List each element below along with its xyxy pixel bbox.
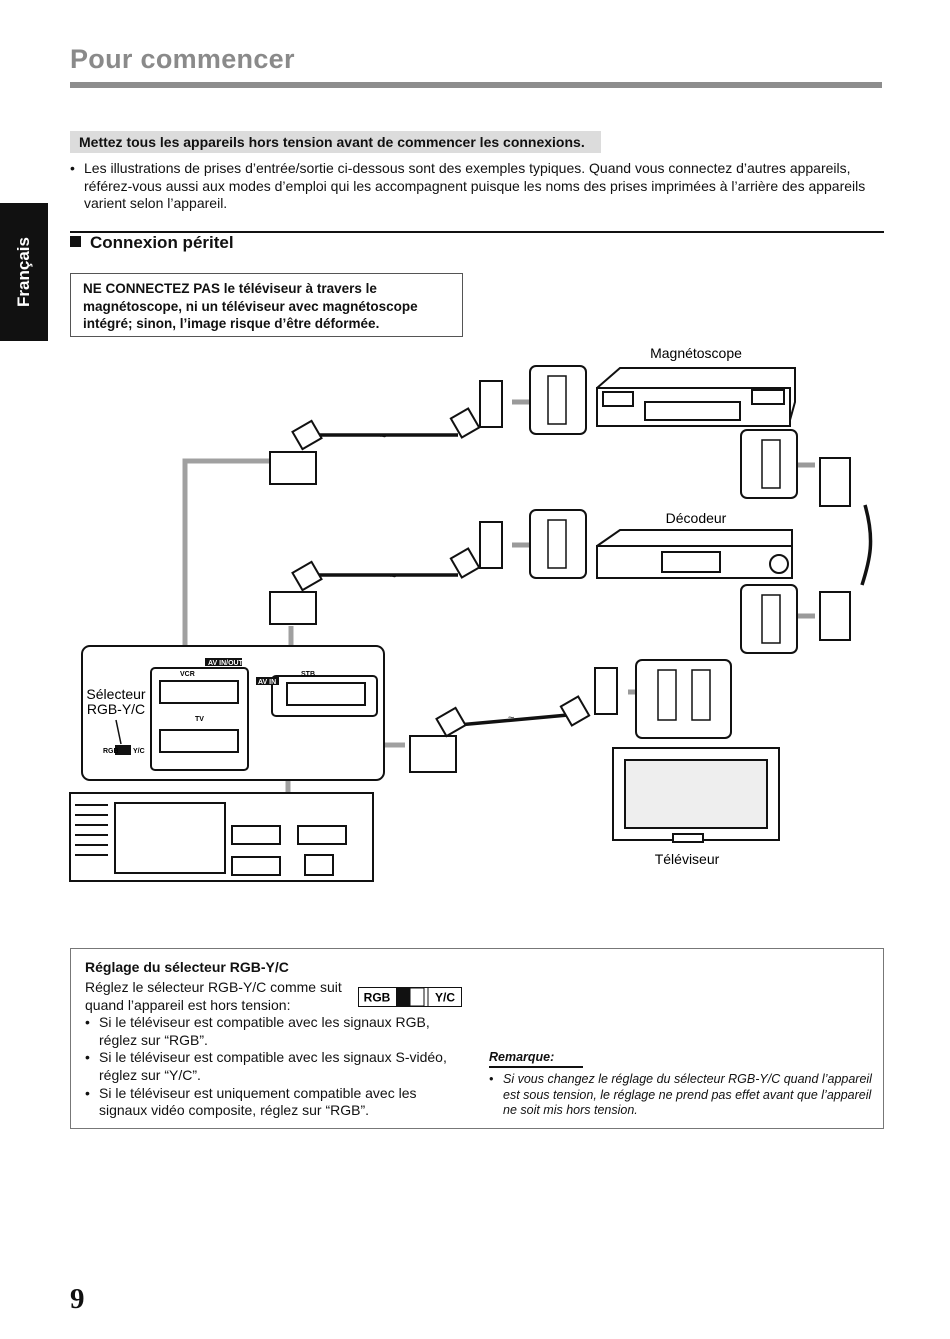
switch-rgb-label: RGB xyxy=(364,991,391,1005)
remark-title: Remarque: xyxy=(489,1050,555,1064)
panel-rgb: RGB xyxy=(103,748,119,755)
square-bullet-icon xyxy=(70,236,81,247)
svg-text:≈: ≈ xyxy=(380,430,386,442)
panel-av-in-out: AV IN/OUT xyxy=(208,660,244,667)
cable-break-marks: ≈ ≈ ≈ xyxy=(380,430,514,725)
svg-text:≈: ≈ xyxy=(390,570,396,582)
rear-panel-zoom xyxy=(81,645,385,781)
panel-yc: Y/C xyxy=(133,748,145,755)
decoder-device xyxy=(596,529,793,579)
scart-plug-chain xyxy=(819,457,851,641)
receiver-rear xyxy=(69,792,374,882)
language-tab: Français xyxy=(0,203,48,341)
scart-plug-tv xyxy=(409,667,618,773)
warning-text: Mettez tous les appareils hors tension a… xyxy=(79,134,585,150)
settings-bullet-composite: Si le téléviseur est uniquement compatib… xyxy=(85,1085,465,1120)
switch-yc-label: Y/C xyxy=(435,991,455,1005)
panel-tv: TV xyxy=(195,716,204,723)
remark-bullet: Si vous changez le réglage du sélecteur … xyxy=(489,1072,881,1119)
settings-bullet-rgb: Si le téléviseur est compatible avec les… xyxy=(85,1014,465,1049)
language-tab-label: Français xyxy=(14,237,33,307)
selector-label-line2: RGB-Y/C xyxy=(87,701,145,717)
intro-bullet: Les illustrations de prises d’entrée/sor… xyxy=(70,160,885,213)
decoder-label: Décodeur xyxy=(666,510,727,526)
caution-text: NE CONNECTEZ PAS le téléviseur à travers… xyxy=(83,281,418,331)
scart-plug-decoder xyxy=(269,521,503,625)
scart-plug-vcr xyxy=(269,380,503,485)
scart-cables xyxy=(318,433,873,727)
svg-text:≈: ≈ xyxy=(508,713,514,725)
section-rule xyxy=(70,231,884,233)
panel-av-in: AV IN xyxy=(258,679,276,686)
title-rule xyxy=(70,82,882,88)
warning-bar: Mettez tous les appareils hors tension a… xyxy=(70,131,601,153)
intro-text: Les illustrations de prises d’entrée/sor… xyxy=(70,160,885,213)
page-number: 9 xyxy=(70,1283,85,1315)
vcr-label: Magnétoscope xyxy=(650,345,742,361)
rgb-yc-switch-icon: RGB Y/C xyxy=(358,987,462,1007)
section-heading: Connexion péritel xyxy=(70,233,234,253)
tv-label: Téléviseur xyxy=(655,851,720,867)
settings-title: Réglage du sélecteur RGB-Y/C xyxy=(85,959,289,975)
remark-rule xyxy=(489,1066,583,1068)
remark-text: Si vous changez le réglage du sélecteur … xyxy=(489,1072,881,1119)
page-title: Pour commencer xyxy=(70,44,295,74)
panel-stb: STB xyxy=(301,671,315,678)
connection-diagram: ≈ ≈ ≈ xyxy=(69,345,873,882)
settings-intro: Réglez le sélecteur RGB-Y/C comme suit q… xyxy=(85,979,342,1013)
selector-settings-box: Réglage du sélecteur RGB-Y/C Réglez le s… xyxy=(70,948,884,1129)
tv-device xyxy=(612,747,780,843)
settings-bullet-svideo: Si le téléviseur est compatible avec les… xyxy=(85,1049,465,1084)
selector-label-line1: Sélecteur xyxy=(86,686,145,702)
vcr-device xyxy=(596,367,796,427)
panel-vcr: VCR xyxy=(180,671,195,678)
settings-text: Réglez le sélecteur RGB-Y/C comme suit q… xyxy=(85,979,465,1120)
section-title: Connexion péritel xyxy=(90,233,234,252)
caution-box: NE CONNECTEZ PAS le téléviseur à travers… xyxy=(70,273,463,337)
